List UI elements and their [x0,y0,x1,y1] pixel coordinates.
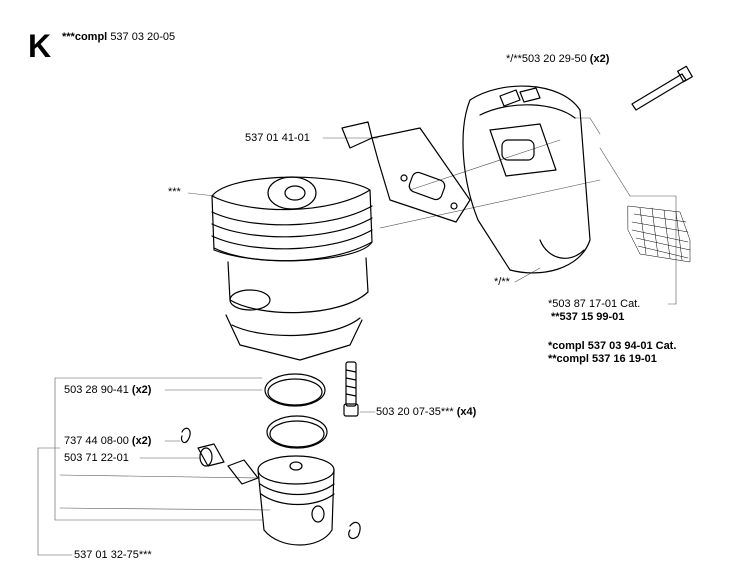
label-cylinder-bolt-number: 503 20 07-35*** [376,406,454,418]
bracket [341,121,471,223]
cylinder-bolt [343,361,359,417]
piston-pin [227,459,259,485]
section-compl-prefix: ***compl [62,31,108,43]
spark-screen [627,205,691,263]
section-compl-label: ***compl 537 03 20-05 [62,31,175,44]
label-muffler-bolt-qty: (x2) [589,53,610,65]
section-letter: K [28,28,52,64]
label-screen-a: *503 87 17-01 Cat. [548,298,640,311]
label-piston-ring-qty: (x2) [131,384,152,396]
circlips [180,427,361,540]
label-circlip-number: 737 44 08-00 [64,435,129,447]
leader-lines [37,117,677,556]
piston-rings [264,373,328,449]
needle-bearing [197,443,225,467]
section-compl-number: 537 03 20-05 [110,31,176,43]
cylinder [211,176,373,361]
label-needle-bearing: 503 71 22-01 [64,452,129,464]
label-circlip: 737 44 08-00 (x2) [64,435,151,448]
label-muffler-compl-b: **compl 537 16 19-01 [548,353,657,365]
label-cylinder: *** [168,186,181,198]
label-cylinder-bolt-qty: (x4) [456,406,477,418]
label-bracket: 537 01 41-01 [245,132,310,144]
label-piston-ring: 503 28 90-41 (x2) [64,384,151,397]
label-cylinder-bolt: 503 20 07-35*** (x4) [376,406,476,419]
piston [257,455,335,546]
label-muffler: */** [494,276,510,288]
label-circlip-qty: (x2) [131,435,152,447]
label-muffler-compl-a: *compl 537 03 94-01 Cat. [548,340,677,352]
label-piston-ring-number: 503 28 90-41 [64,384,129,396]
label-muffler-bolt: */**503 20 29-50 (x2) [506,53,609,66]
label-muffler-bolt-number: */**503 20 29-50 [506,53,587,65]
label-screen-a-text: *503 87 17-01 Cat. [548,298,641,310]
label-piston: 537 01 32-75*** [74,549,152,561]
muffler [462,85,591,274]
muffler-bolt [631,65,693,111]
label-screen-b: **537 15 99-01 [551,311,625,323]
